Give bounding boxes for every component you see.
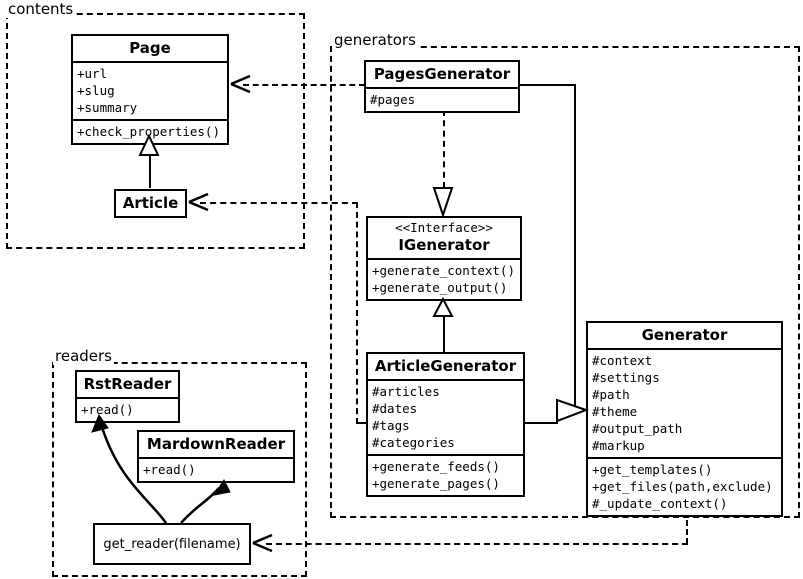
generalization-article-to-page-line bbox=[149, 152, 151, 188]
class-box-articlegenerator[interactable]: ArticleGenerator #articles #dates #tags … bbox=[366, 352, 525, 497]
attribute-item: #output_path bbox=[592, 421, 683, 436]
class-operations-compartment: +generate_feeds() +generate_pages() bbox=[368, 456, 523, 495]
class-operations-compartment: +generate_context() +generate_output() bbox=[368, 260, 520, 299]
package-label-contents: contents bbox=[6, 0, 76, 18]
class-name-pagesgenerator: PagesGenerator bbox=[373, 65, 511, 83]
class-name-compartment: ArticleGenerator bbox=[368, 354, 523, 381]
operation-item: #_update_context() bbox=[592, 496, 728, 511]
attribute-item: +url bbox=[77, 66, 108, 81]
class-name-compartment: PagesGenerator bbox=[366, 62, 518, 89]
class-box-article[interactable]: Article bbox=[114, 189, 187, 218]
class-name-markdownreader: MardownReader bbox=[146, 435, 286, 453]
operation-item: +read() bbox=[81, 402, 134, 417]
generalization-pagesgenerator-to-generator-seg2 bbox=[574, 84, 576, 411]
attribute-item: #context bbox=[592, 353, 653, 368]
attribute-item: +summary bbox=[77, 100, 138, 115]
operation-item: +generate_context() bbox=[372, 263, 515, 278]
class-operations-compartment: +read() bbox=[77, 399, 178, 421]
attribute-item: #pages bbox=[370, 92, 416, 107]
class-attributes-compartment: #context #settings #path #theme #output_… bbox=[588, 350, 781, 459]
attribute-item: #tags bbox=[372, 418, 410, 433]
dependency-articlegenerator-to-article-seg1 bbox=[356, 422, 366, 424]
package-frame-readers bbox=[52, 362, 307, 577]
class-name-compartment: Page bbox=[73, 36, 227, 63]
dependency-pagesgenerator-to-page-line bbox=[243, 84, 365, 86]
package-label-readers: readers bbox=[53, 347, 114, 365]
class-stereotype-igenerator: <<Interface>> bbox=[395, 220, 493, 235]
function-box-get-reader[interactable]: get_reader(filename) bbox=[93, 523, 251, 565]
operation-item: +generate_pages() bbox=[372, 476, 500, 491]
class-box-igenerator[interactable]: <<Interface>> IGenerator +generate_conte… bbox=[366, 216, 522, 301]
class-name-compartment: Article bbox=[116, 191, 185, 216]
dependency-generator-to-getreader-seg1 bbox=[686, 502, 688, 544]
class-box-pagesgenerator[interactable]: PagesGenerator #pages bbox=[364, 60, 520, 113]
class-name-page: Page bbox=[129, 39, 171, 57]
class-name-article: Article bbox=[122, 194, 179, 212]
attribute-item: #articles bbox=[372, 384, 440, 399]
class-operations-compartment: +check_properties() bbox=[73, 121, 227, 143]
attribute-item: +slug bbox=[77, 83, 115, 98]
generalization-articlegenerator-to-igenerator-line bbox=[443, 313, 445, 356]
attribute-item: #dates bbox=[372, 401, 418, 416]
class-name-compartment: MardownReader bbox=[139, 432, 293, 459]
package-frame-generators bbox=[330, 46, 800, 518]
class-box-rstreader[interactable]: RstReader +read() bbox=[75, 370, 180, 423]
dependency-articlegenerator-to-article-seg3 bbox=[200, 202, 358, 204]
class-name-articlegenerator: ArticleGenerator bbox=[374, 357, 517, 375]
generalization-pagesgenerator-to-generator-seg3 bbox=[556, 410, 576, 412]
realization-pagesgenerator-to-igenerator-line bbox=[443, 110, 445, 188]
package-frame-contents bbox=[6, 13, 305, 249]
class-name-rstreader: RstReader bbox=[83, 375, 172, 393]
operation-item: +generate_feeds() bbox=[372, 459, 500, 474]
class-name-compartment: RstReader bbox=[77, 372, 178, 399]
dependency-generator-to-getreader-seg2 bbox=[266, 543, 688, 545]
class-operations-compartment: +get_templates() +get_files(path,exclude… bbox=[588, 459, 781, 515]
generalization-articlegenerator-to-generator-seg1 bbox=[525, 422, 557, 424]
generalization-pagesgenerator-to-generator-seg1 bbox=[520, 84, 575, 86]
class-attributes-compartment: +url +slug +summary bbox=[73, 63, 227, 121]
attribute-item: #settings bbox=[592, 370, 660, 385]
class-name-igenerator: IGenerator bbox=[398, 236, 490, 254]
operation-item: +read() bbox=[143, 462, 196, 477]
operation-item: +get_files(path,exclude) bbox=[592, 479, 773, 494]
generalization-articlegenerator-to-generator-seg2 bbox=[556, 410, 558, 424]
class-name-compartment: Generator bbox=[588, 323, 781, 350]
operation-item: +check_properties() bbox=[77, 124, 220, 139]
class-attributes-compartment: #articles #dates #tags #categories bbox=[368, 381, 523, 456]
class-box-page[interactable]: Page +url +slug +summary +check_properti… bbox=[71, 34, 229, 145]
class-name-compartment: <<Interface>> IGenerator bbox=[368, 218, 520, 260]
package-label-generators: generators bbox=[332, 31, 418, 49]
attribute-item: #categories bbox=[372, 435, 455, 450]
dependency-articlegenerator-to-article-seg2 bbox=[356, 202, 358, 424]
class-attributes-compartment: #pages bbox=[366, 89, 518, 111]
attribute-item: #markup bbox=[592, 438, 645, 453]
class-box-markdownreader[interactable]: MardownReader +read() bbox=[137, 430, 295, 483]
operation-item: +generate_output() bbox=[372, 280, 508, 295]
attribute-item: #theme bbox=[592, 404, 638, 419]
class-operations-compartment: +read() bbox=[139, 459, 293, 481]
function-label-get-reader: get_reader(filename) bbox=[103, 536, 241, 552]
attribute-item: #path bbox=[592, 387, 630, 402]
operation-item: +get_templates() bbox=[592, 462, 713, 477]
class-box-generator[interactable]: Generator #context #settings #path #them… bbox=[586, 321, 783, 517]
class-name-generator: Generator bbox=[641, 326, 728, 344]
